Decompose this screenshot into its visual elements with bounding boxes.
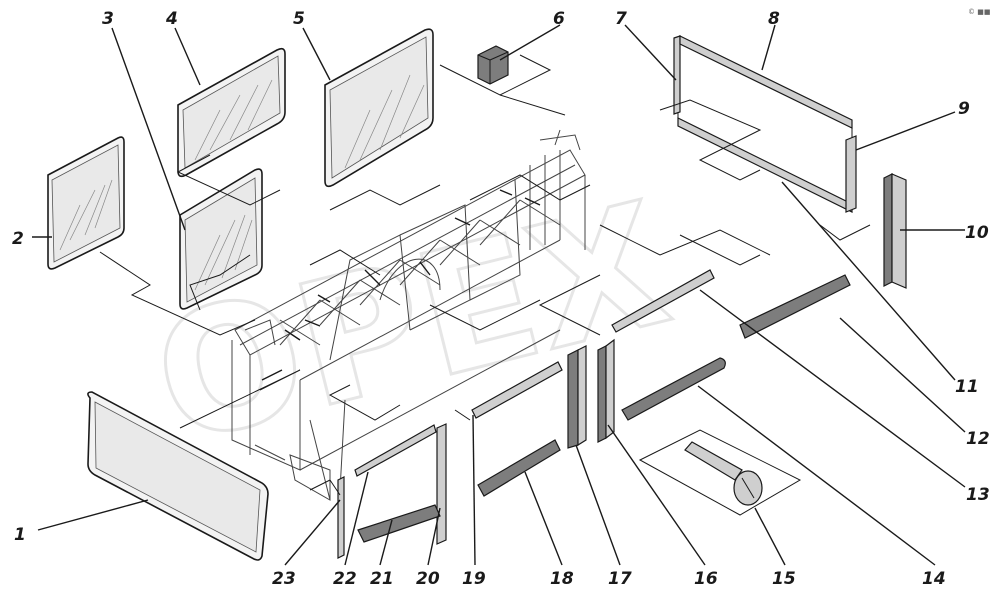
part-10-corner-profile	[883, 173, 907, 289]
callout-17: 17	[608, 569, 632, 589]
callout-21: 21	[370, 569, 394, 589]
part-21-seal-strip	[357, 504, 441, 543]
callout-10: 10	[965, 223, 989, 243]
corner-mark: © ■■	[968, 8, 990, 16]
part-3-side-glass	[179, 168, 263, 310]
callout-15: 15	[772, 569, 796, 589]
part-20-vertical-profile	[436, 423, 447, 545]
cab-frame-wireframe	[231, 129, 586, 501]
callout-3: 3	[102, 9, 114, 29]
leader-lines	[32, 24, 966, 566]
callout-1: 1	[14, 525, 26, 545]
assembly-lines	[99, 54, 871, 516]
callout-7: 7	[615, 9, 627, 29]
callout-6: 6	[553, 9, 565, 29]
callout-11: 11	[955, 377, 979, 397]
part-14-seal-round	[621, 357, 726, 421]
callout-9: 9	[958, 99, 970, 119]
part-22-strip	[354, 424, 437, 477]
part-19-strip	[471, 361, 563, 419]
part-23-end-strip	[337, 476, 345, 559]
part-15-screw	[684, 441, 763, 506]
callout-18: 18	[550, 569, 574, 589]
callout-2: 2	[12, 229, 24, 249]
part-6-mesh-block	[477, 45, 509, 85]
callout-22: 22	[333, 569, 357, 589]
part-16-profile	[597, 338, 615, 443]
part-12-seal-strip	[739, 274, 851, 339]
callout-13: 13	[966, 485, 990, 505]
part-17-profile	[567, 345, 587, 449]
callout-19: 19	[462, 569, 486, 589]
callout-23: 23	[272, 569, 296, 589]
part-8-window-frame	[673, 35, 857, 213]
part-1-large-glass	[87, 391, 269, 561]
part-13-upper-strip	[611, 269, 715, 333]
callout-5: 5	[293, 9, 305, 29]
part-18-seal-strip	[477, 439, 561, 497]
callout-14: 14	[922, 569, 946, 589]
part-4-upper-glass	[177, 47, 286, 178]
callout-20: 20	[416, 569, 440, 589]
callout-16: 16	[694, 569, 718, 589]
callout-8: 8	[768, 9, 780, 29]
part-5-upper-glass	[324, 28, 434, 188]
callout-4: 4	[165, 9, 178, 29]
callout-12: 12	[966, 429, 990, 449]
callout-labels: 1 2 3 4 5 6 7 8 9 10 11 12 13 14 15 16 1…	[12, 9, 990, 589]
part-2-rear-glass	[47, 136, 125, 270]
